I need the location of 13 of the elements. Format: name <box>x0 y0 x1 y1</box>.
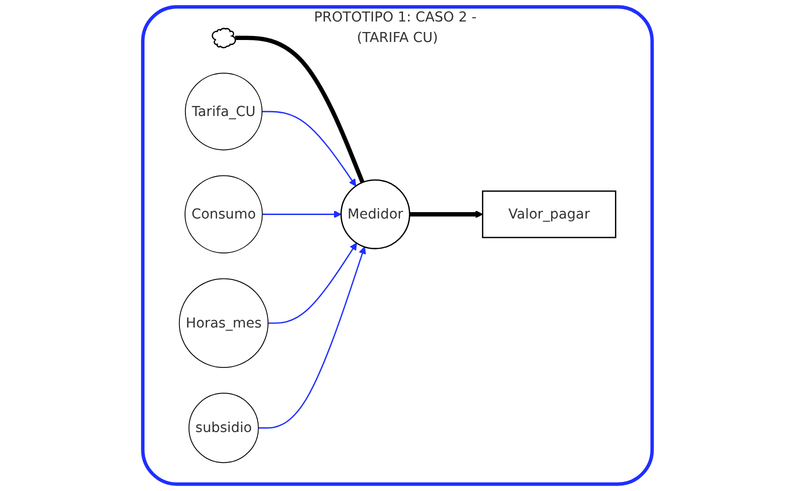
arrow <box>262 110 356 186</box>
arrow <box>262 210 342 218</box>
arrow <box>410 210 483 218</box>
node-box: Valor_pagar <box>482 190 616 238</box>
node-circle: Medidor <box>340 179 410 250</box>
node-circle: Consumo <box>184 175 263 254</box>
arrow <box>258 246 366 429</box>
node-circle: subsidio <box>188 392 259 464</box>
node-circle: Horas_mes <box>178 278 268 368</box>
node-circle: Tarifa_CU <box>184 72 262 150</box>
connector <box>235 36 365 184</box>
node-cloud <box>212 28 236 48</box>
arrow <box>268 242 358 324</box>
